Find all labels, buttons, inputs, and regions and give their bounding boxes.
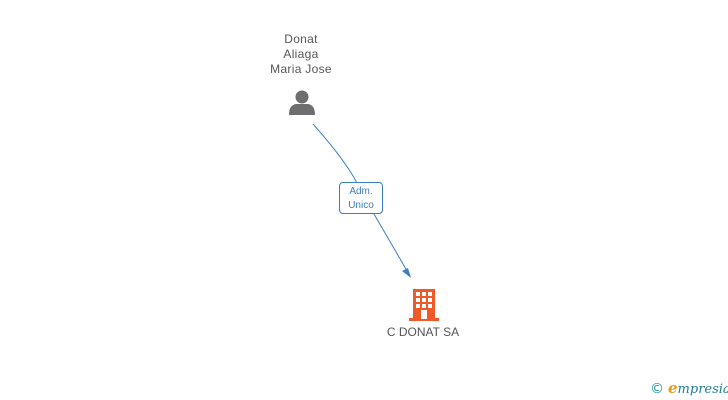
person-name-line: Maria Jose xyxy=(270,62,332,76)
person-name-line: Aliaga xyxy=(283,47,319,61)
role-label-line: Adm. xyxy=(349,186,373,197)
copyright-symbol: © xyxy=(650,381,664,397)
person-icon[interactable] xyxy=(289,90,315,116)
person-name-line: Donat xyxy=(284,32,318,46)
brand-watermark: ©empresia xyxy=(650,379,728,399)
brand-logo-text: mpresia xyxy=(677,382,728,397)
relation-connector xyxy=(312,123,358,184)
arrow-head-icon xyxy=(402,268,411,278)
relation-role-label: Adm. Unico xyxy=(339,182,383,214)
person-name[interactable]: Donat Aliaga Maria Jose xyxy=(240,32,362,77)
relation-connector-lower xyxy=(373,213,411,277)
role-label-line: Unico xyxy=(348,200,374,211)
building-icon[interactable] xyxy=(409,289,439,321)
brand-logo-initial: e xyxy=(668,379,678,397)
company-name[interactable]: C DONAT SA xyxy=(386,325,460,339)
